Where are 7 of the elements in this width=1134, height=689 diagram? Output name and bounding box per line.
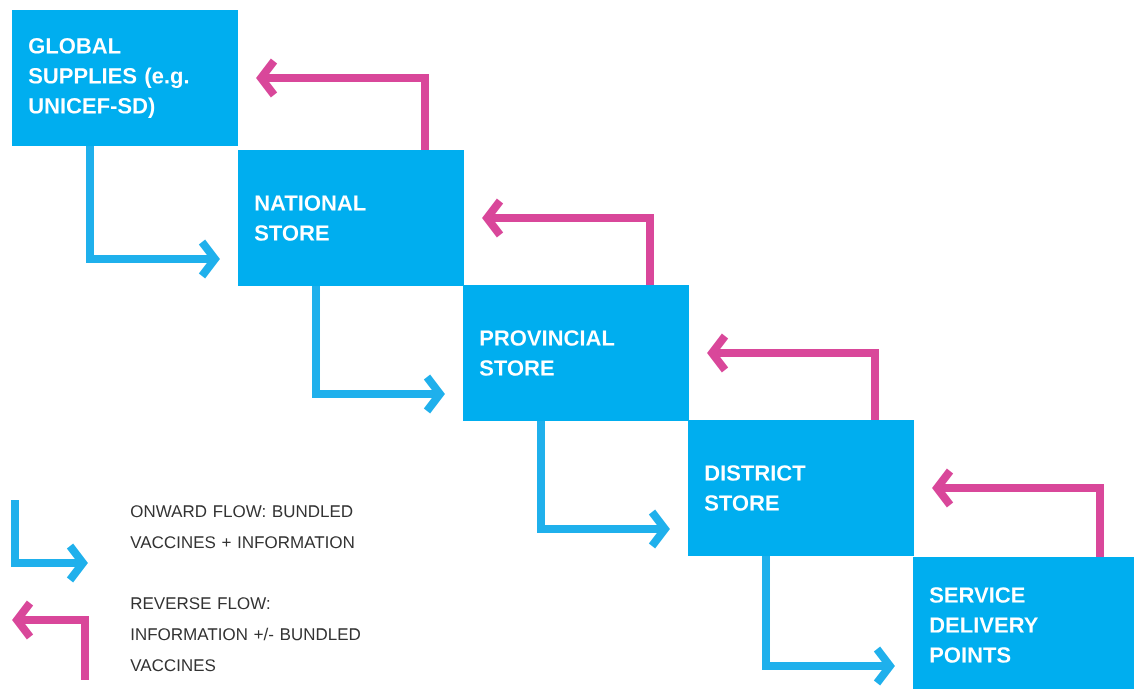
store-box: DISTRICT STORE bbox=[688, 420, 914, 556]
store-box: GLOBAL SUPPLIES (e.g. UNICEF-SD) bbox=[12, 10, 238, 146]
legend-text: REVERSE FLOW: INFORMATION +/- BUNDLED VACCINES bbox=[130, 597, 360, 672]
store-box: PROVINCIAL STORE bbox=[463, 285, 689, 421]
store-box: SERVICE DELIVERY POINTS bbox=[913, 557, 1134, 689]
legend-text: ONWARD FLOW: BUNDLED VACCINES + INFORMATION bbox=[130, 505, 354, 549]
store-box: NATIONAL STORE bbox=[238, 150, 464, 286]
